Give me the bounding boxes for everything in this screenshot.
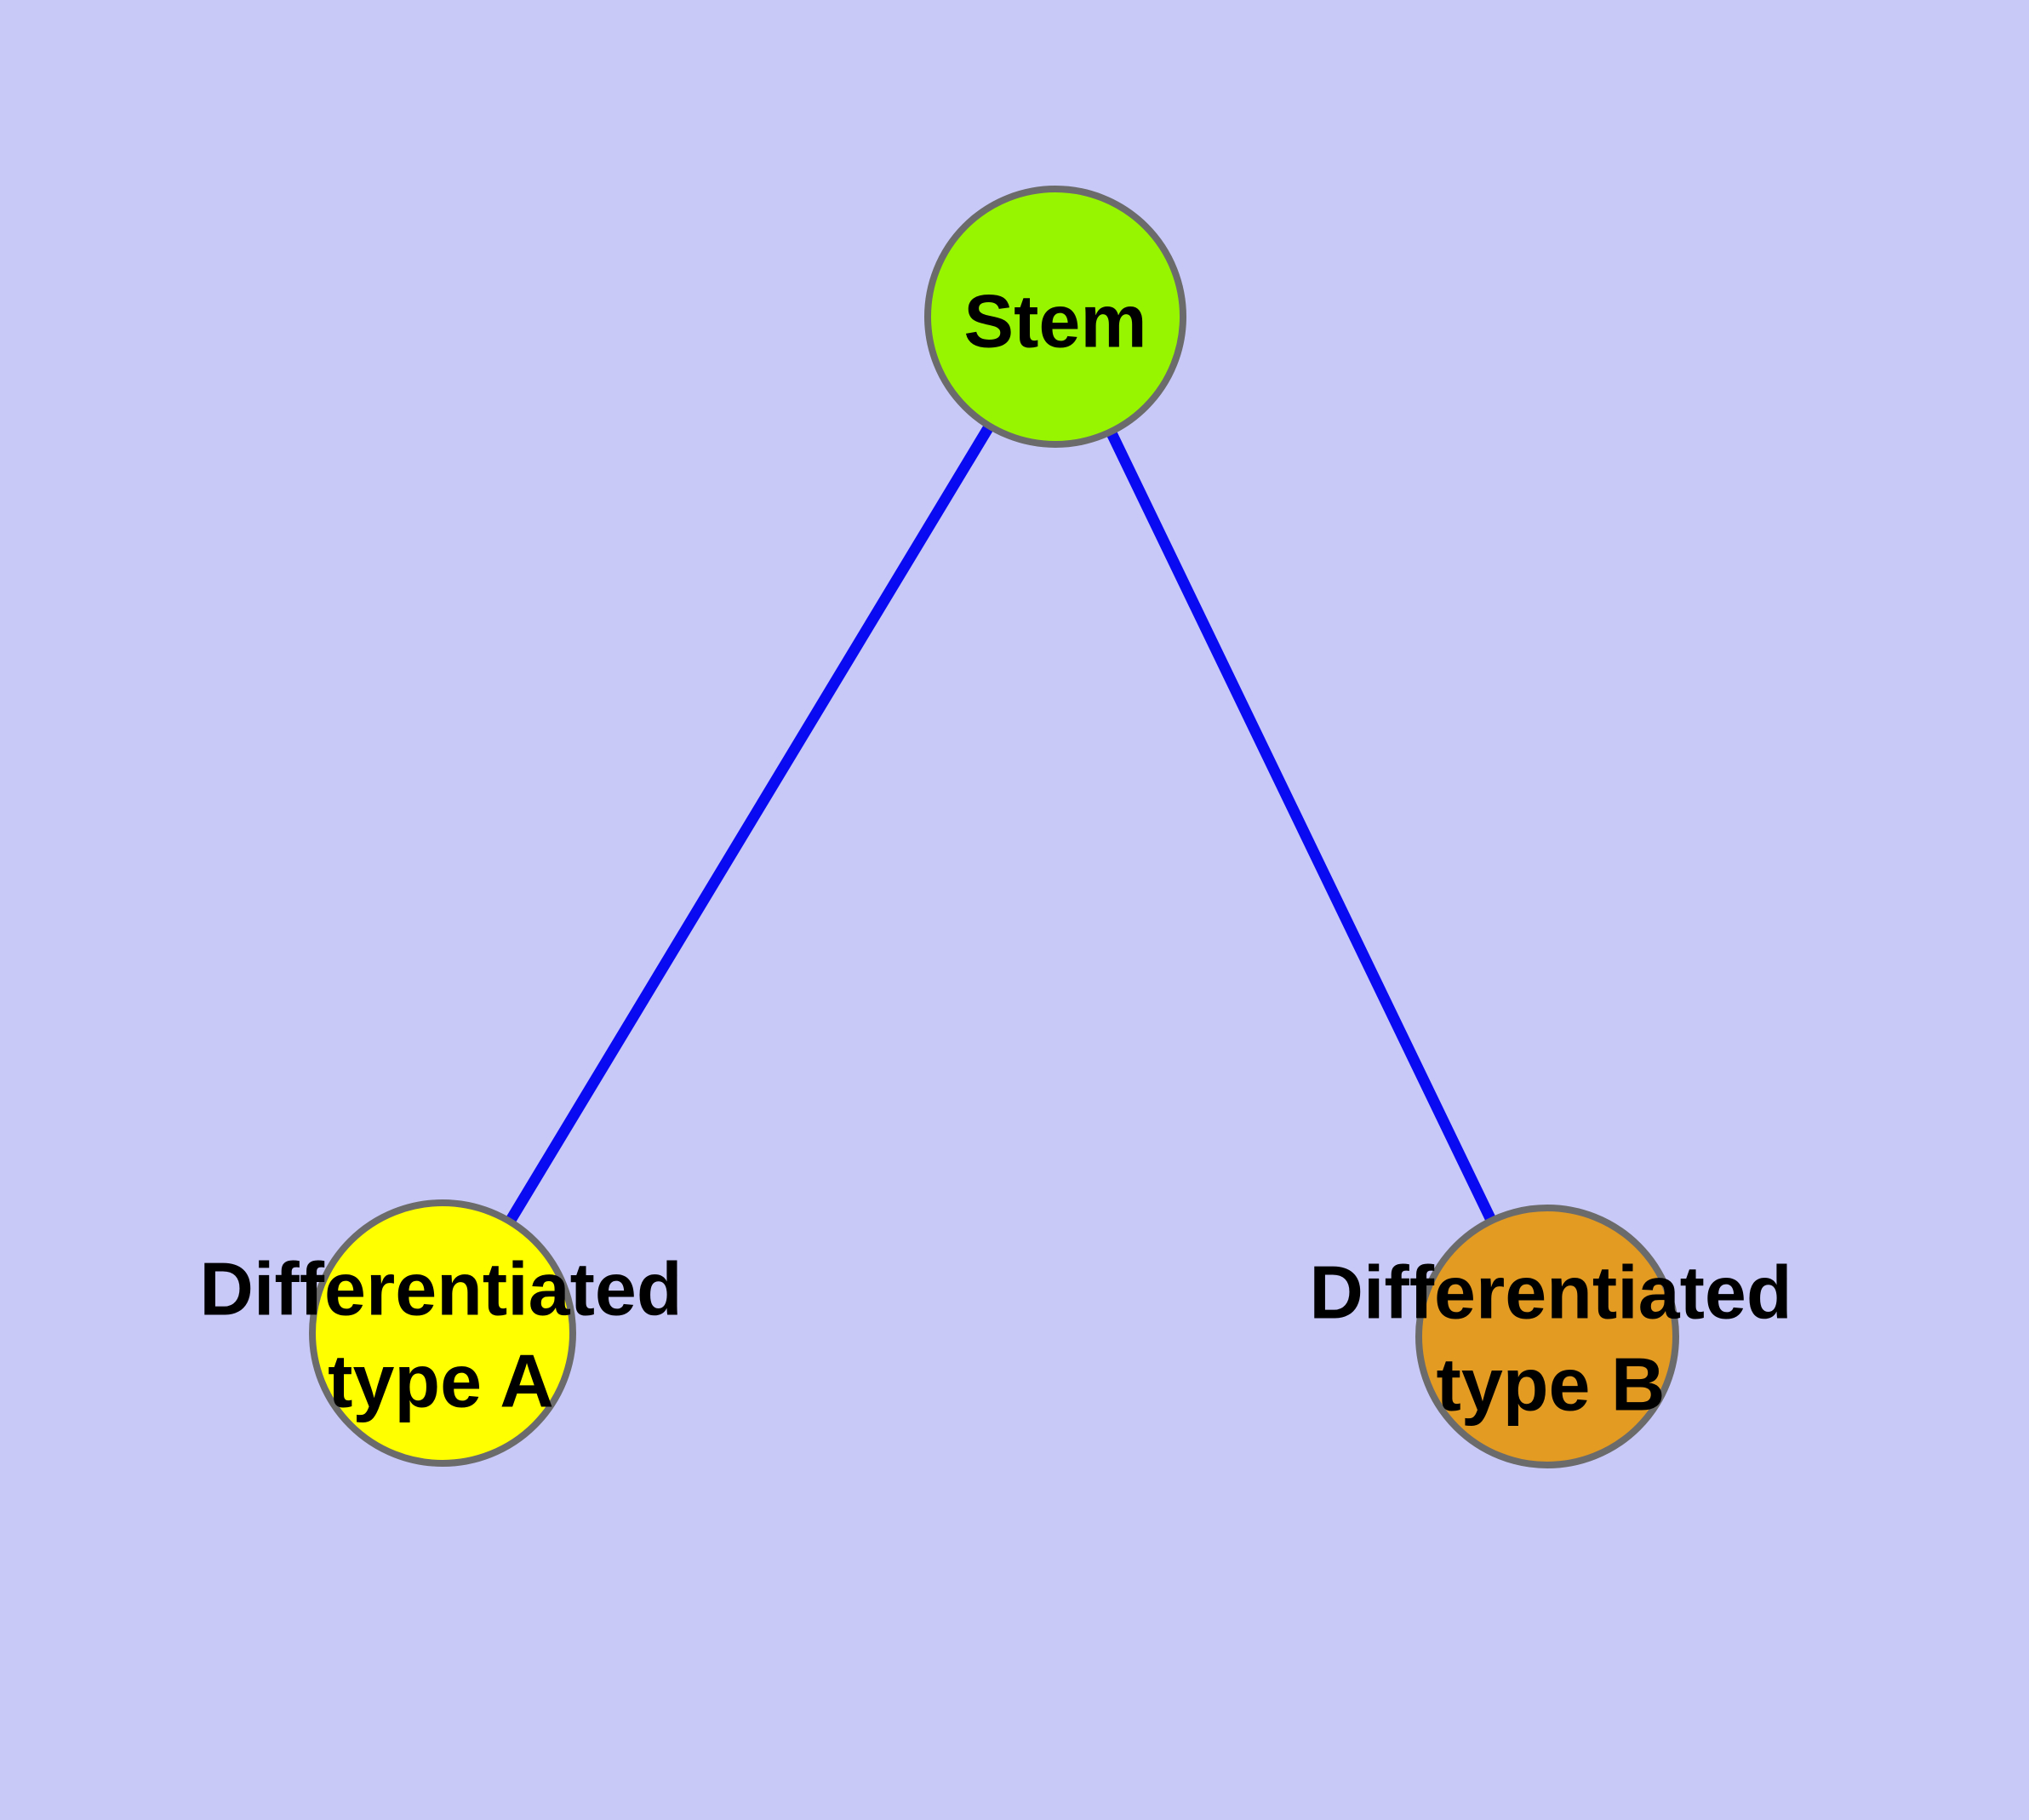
node-stem-label: Stem xyxy=(963,279,1146,363)
node-type-a-label-line1: Differentiated xyxy=(199,1247,682,1331)
node-differentiated-type-b xyxy=(1415,1205,1679,1468)
node-type-a-label-line2: type A xyxy=(328,1339,554,1423)
node-differentiated-type-a xyxy=(309,1199,576,1467)
edge-stem-to-type-b xyxy=(1050,314,1552,1339)
node-type-b-label-line2: type B xyxy=(1437,1342,1666,1427)
node-type-b-label-line1: Differentiated xyxy=(1309,1251,1792,1335)
edge-stem-to-type-a xyxy=(437,313,1060,1336)
node-stem xyxy=(924,186,1186,448)
